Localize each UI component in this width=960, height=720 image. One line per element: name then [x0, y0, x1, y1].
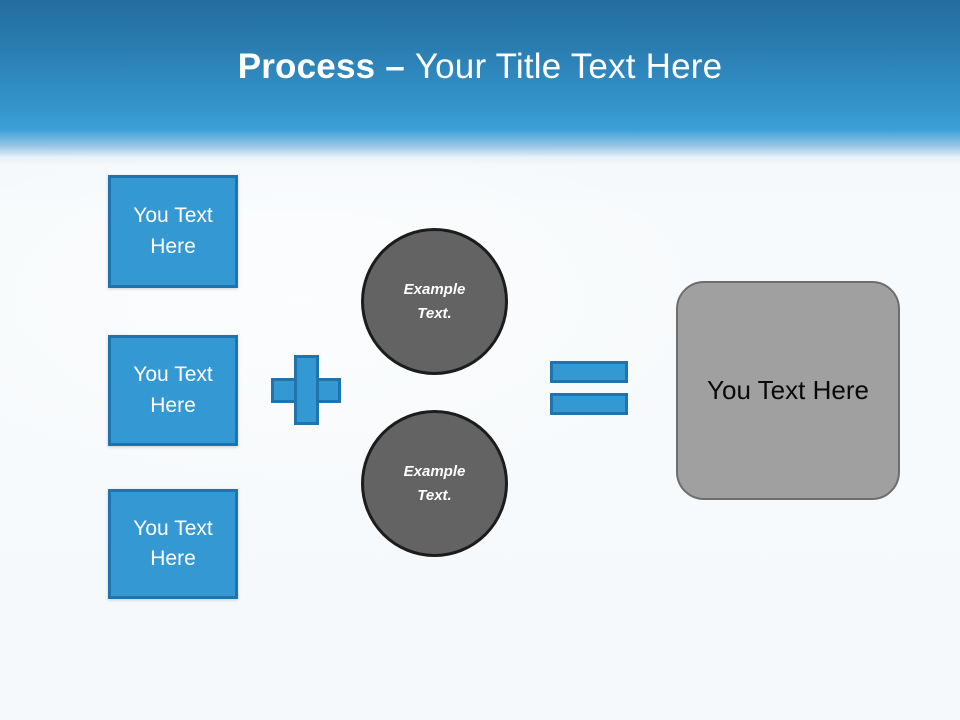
example-circle-1[interactable]: Example Text. [361, 228, 508, 375]
example-circle-1-label: Example Text. [404, 278, 466, 325]
page-title: Process – Your Title Text Here [0, 47, 960, 87]
step-box-2[interactable]: You Text Here [108, 335, 238, 446]
step-box-1-label: You Text Here [133, 204, 213, 258]
result-box[interactable]: You Text Here [676, 281, 900, 500]
plus-icon [271, 355, 341, 425]
example-circle-2-label: Example Text. [404, 460, 466, 507]
header-band [0, 0, 960, 166]
example-circle-2-line2: Text. [417, 486, 452, 504]
page-title-strong: Process – [237, 47, 415, 86]
example-circle-1-line1: Example [403, 281, 466, 299]
example-circle-2[interactable]: Example Text. [361, 410, 508, 557]
result-box-label: You Text Here [707, 375, 869, 405]
plus-icon-center-fill [297, 381, 316, 400]
example-circle-1-line2: Text. [417, 304, 452, 322]
equals-icon [550, 361, 628, 415]
equals-icon-bottom-bar [550, 393, 628, 415]
step-box-1[interactable]: You Text Here [108, 175, 238, 288]
equals-icon-top-bar [550, 361, 628, 383]
page-title-light: Your Title Text Here [414, 47, 723, 86]
step-box-3[interactable]: You Text Here [108, 489, 238, 599]
step-box-2-label: You Text Here [133, 363, 213, 417]
example-circle-2-line1: Example [403, 463, 466, 481]
step-box-3-label: You Text Here [133, 516, 213, 570]
